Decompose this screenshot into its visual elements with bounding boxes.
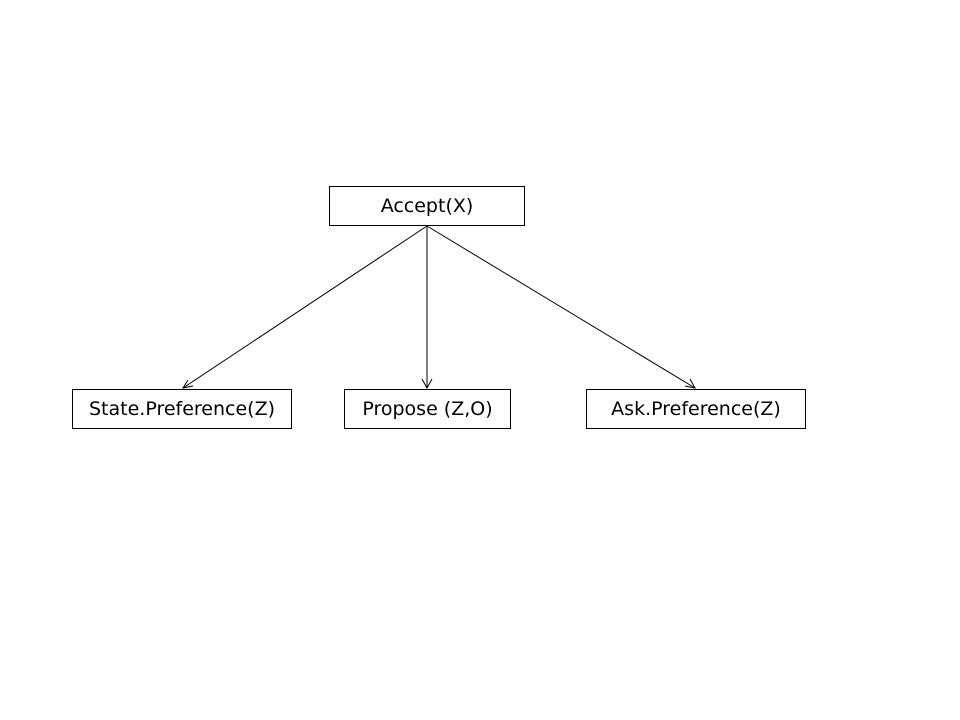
node-label: Propose (Z,O)	[362, 398, 493, 420]
node-ask-preference: Ask.Preference(Z)	[586, 389, 806, 429]
edge-root-to-left	[181, 225, 428, 389]
node-label: Accept(X)	[380, 195, 474, 217]
node-accept: Accept(X)	[329, 186, 525, 226]
arrowhead-icon	[181, 379, 194, 389]
node-propose: Propose (Z,O)	[344, 389, 511, 429]
node-label: State.Preference(Z)	[88, 398, 276, 420]
arrowhead-icon	[421, 378, 433, 390]
edge-root-to-right	[426, 225, 696, 389]
arrowhead-icon	[684, 378, 696, 389]
edge-root-to-middle	[421, 226, 433, 390]
node-state-preference: State.Preference(Z)	[72, 389, 292, 429]
node-label: Ask.Preference(Z)	[611, 398, 781, 420]
